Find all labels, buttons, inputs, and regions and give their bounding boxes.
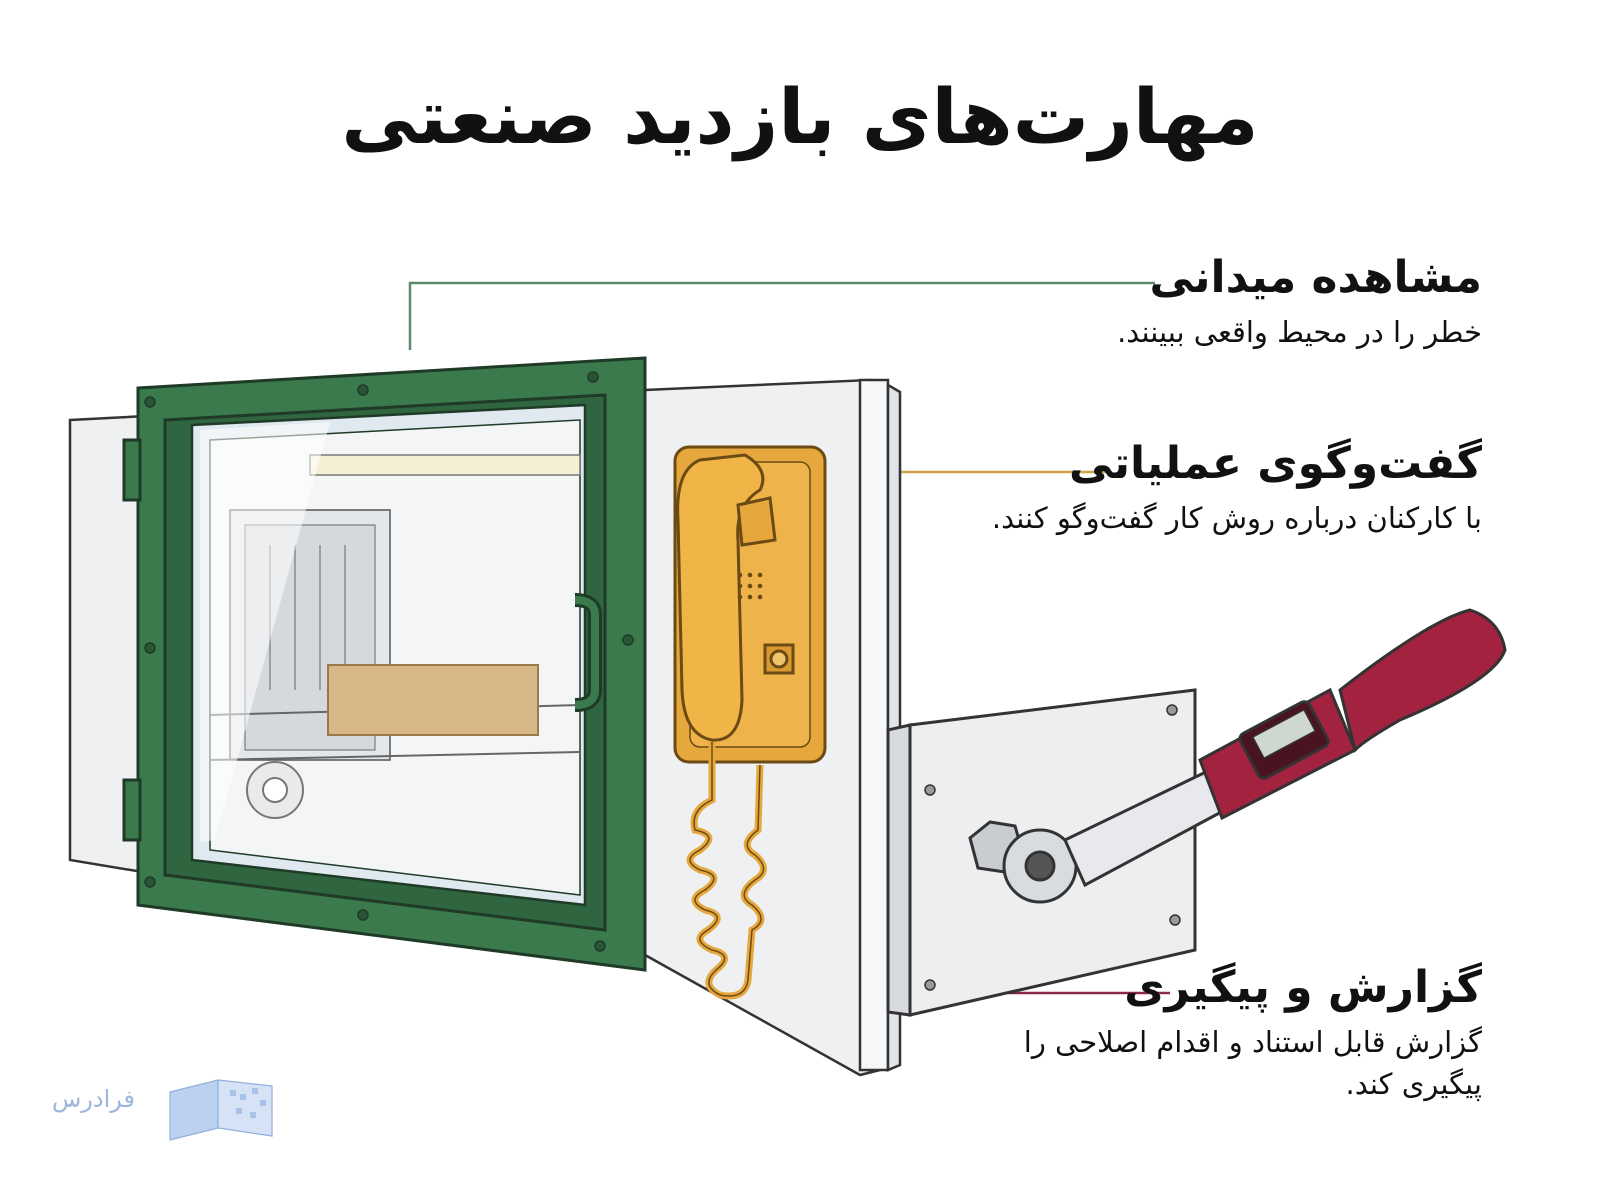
page-title: مهارت‌های بازدید صنعتی	[341, 72, 1259, 161]
item-report: گزارش و پیگیری گزارش قابل استناد و اقدام…	[962, 962, 1482, 1105]
item-description: خطر را در محیط واقعی ببینند.	[1117, 314, 1482, 349]
logo: فرادرس	[52, 1085, 135, 1113]
logo-text: فرادرس	[52, 1085, 135, 1113]
item-heading: مشاهده میدانی	[1149, 252, 1483, 303]
viewing-window-icon	[122, 356, 647, 972]
wall-phone-icon	[673, 445, 827, 1000]
item-description: گزارش قابل استناد و اقدام اصلاحی را پیگی…	[1023, 1024, 1482, 1101]
item-heading: گزارش و پیگیری	[1124, 962, 1482, 1013]
item-observation: مشاهده میدانی خطر را در محیط واقعی ببینن…	[1117, 252, 1482, 353]
faradars-logo-icon	[169, 1079, 273, 1141]
item-description: با کارکنان درباره روش کار گفت‌وگو کنند.	[991, 500, 1482, 535]
torque-wrench-icon	[886, 608, 1507, 1017]
item-conversation: گفت‌وگوی عملیاتی با کارکنان درباره روش ک…	[992, 438, 1482, 539]
item-heading: گفت‌وگوی عملیاتی	[1068, 438, 1482, 489]
leader-line-observation	[408, 281, 1155, 350]
